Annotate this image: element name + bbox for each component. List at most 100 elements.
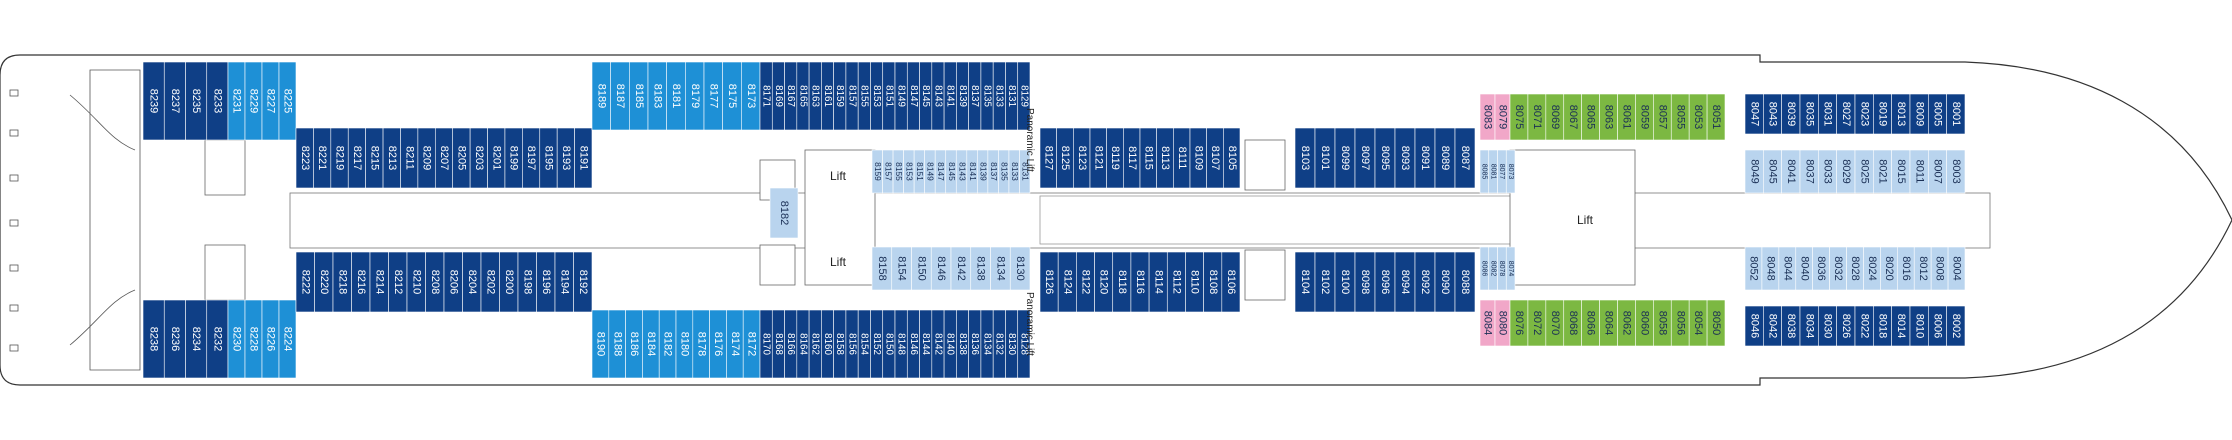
cabin-number: 8238	[148, 327, 160, 351]
cabin-number: 8068	[1567, 311, 1579, 335]
cabin-number: 8149	[926, 162, 936, 181]
cabin-number: 8096	[1379, 270, 1391, 294]
cabin-number: 8064	[1603, 311, 1615, 335]
cabin-number: 8137	[989, 162, 999, 181]
cabin-number: 8014	[1895, 314, 1907, 338]
cabin-number: 8043	[1767, 102, 1779, 126]
cabin-number: 8116	[1134, 270, 1146, 294]
corridor-hall	[1039, 195, 1551, 245]
cabin-number: 8146	[908, 333, 919, 355]
cabin-number: 8084	[1482, 311, 1494, 335]
cabin-number: 8167	[785, 85, 796, 107]
cabin-number: 8125	[1059, 146, 1071, 170]
cabin-number: 8217	[351, 146, 363, 170]
cabin-number: 8033	[1822, 159, 1834, 183]
cabin-number: 8174	[729, 332, 741, 356]
cabin-8128[interactable]	[1017, 309, 1031, 379]
cabin-number: 8034	[1803, 314, 1815, 338]
cabin-number: 8180	[678, 332, 690, 356]
cabin-8191[interactable]	[574, 127, 593, 189]
cabin-number: 8056	[1674, 311, 1686, 335]
cabin-8131[interactable]	[1019, 149, 1031, 194]
cabin-8003[interactable]	[1946, 149, 1966, 194]
cabin-number: 8168	[773, 333, 784, 355]
cabin-8074[interactable]	[1505, 246, 1516, 291]
cabin-number: 8231	[231, 89, 243, 113]
lift-label-mid-lower: Lift	[830, 255, 847, 269]
cabin-number: 8087	[1459, 146, 1471, 170]
cabin-8224[interactable]	[278, 299, 297, 379]
cabin-number: 8010	[1913, 314, 1925, 338]
cabin-number: 8133	[994, 85, 1005, 107]
cabin-number: 8022	[1858, 314, 1870, 338]
cabin-number: 8027	[1840, 102, 1852, 126]
cabin-number: 8073	[1507, 164, 1514, 180]
cabin-number: 8065	[1585, 105, 1597, 129]
cabin-number: 8129	[1018, 85, 1029, 107]
cabin-8051[interactable]	[1706, 93, 1726, 141]
cabin-8073[interactable]	[1505, 149, 1516, 194]
cabin-number: 8024	[1866, 256, 1878, 280]
cabin-8130[interactable]	[1009, 246, 1031, 291]
cabin-number: 8016	[1900, 256, 1912, 280]
cabin-8004[interactable]	[1947, 246, 1966, 291]
cabin-number: 8156	[846, 333, 857, 355]
stair-fwd	[1244, 139, 1286, 191]
cabin-number: 8191	[577, 146, 589, 170]
cabin-number: 8008	[1934, 256, 1946, 280]
cabin-number: 8208	[429, 270, 441, 294]
cabin-number: 8193	[560, 146, 572, 170]
cabin-number: 8107	[1209, 146, 1221, 170]
cabin-number: 8036	[1815, 256, 1827, 280]
cabin-8002[interactable]	[1946, 305, 1966, 347]
cabin-number: 8039	[1785, 102, 1797, 126]
cabin-number: 8239	[148, 89, 160, 113]
cabin-number: 8009	[1913, 102, 1925, 126]
cabin-number: 8179	[689, 84, 701, 108]
cabin-number: 8135	[981, 85, 992, 107]
cabin-number: 8210	[410, 270, 422, 294]
cabin-number: 8038	[1785, 314, 1797, 338]
cabin-number: 8222	[299, 270, 311, 294]
cabin-number: 8124	[1061, 270, 1073, 294]
cabin-number: 8138	[957, 333, 968, 355]
cabin-number: 8050	[1710, 311, 1722, 335]
cabin-number: 8150	[915, 256, 927, 280]
cabin-8182[interactable]	[769, 187, 799, 239]
cabin-number: 8012	[1917, 256, 1929, 280]
cabin-number: 8048	[1764, 256, 1776, 280]
cabin-number: 8070	[1549, 311, 1561, 335]
cabin-number: 8081	[1489, 164, 1496, 180]
cabin-number: 8079	[1497, 105, 1509, 129]
cabin-number: 8066	[1585, 311, 1597, 335]
cabin-number: 8130	[1006, 333, 1017, 355]
cabin-8105[interactable]	[1223, 127, 1241, 189]
cabin-number: 8165	[797, 85, 808, 107]
cabin-number: 8177	[707, 84, 719, 108]
cabin-8001[interactable]	[1946, 93, 1966, 135]
cabin-number: 8149	[896, 85, 907, 107]
cabin-8087[interactable]	[1454, 127, 1476, 189]
cabin-number: 8106	[1225, 270, 1237, 294]
cabin-number: 8153	[905, 162, 915, 181]
cabin-number: 8192	[577, 270, 589, 294]
cabin-8129[interactable]	[1017, 61, 1031, 131]
cabin-number: 8085	[1481, 164, 1488, 180]
cabin-8088[interactable]	[1454, 251, 1476, 313]
cabin-8050[interactable]	[1706, 299, 1726, 347]
cabin-number: 8082	[1489, 261, 1496, 277]
cabin-8106[interactable]	[1221, 251, 1241, 313]
cabin-number: 8234	[190, 327, 202, 351]
cabin-number: 8141	[945, 85, 956, 107]
cabin-8225[interactable]	[278, 61, 297, 141]
cabin-number: 8100	[1339, 270, 1351, 294]
stern-structure	[9, 69, 141, 371]
cabin-number: 8137	[969, 85, 980, 107]
cabin-number: 8187	[614, 84, 626, 108]
cabin-8192[interactable]	[573, 251, 593, 313]
cabin-number: 8150	[883, 333, 894, 355]
cabin-number: 8095	[1379, 146, 1391, 170]
